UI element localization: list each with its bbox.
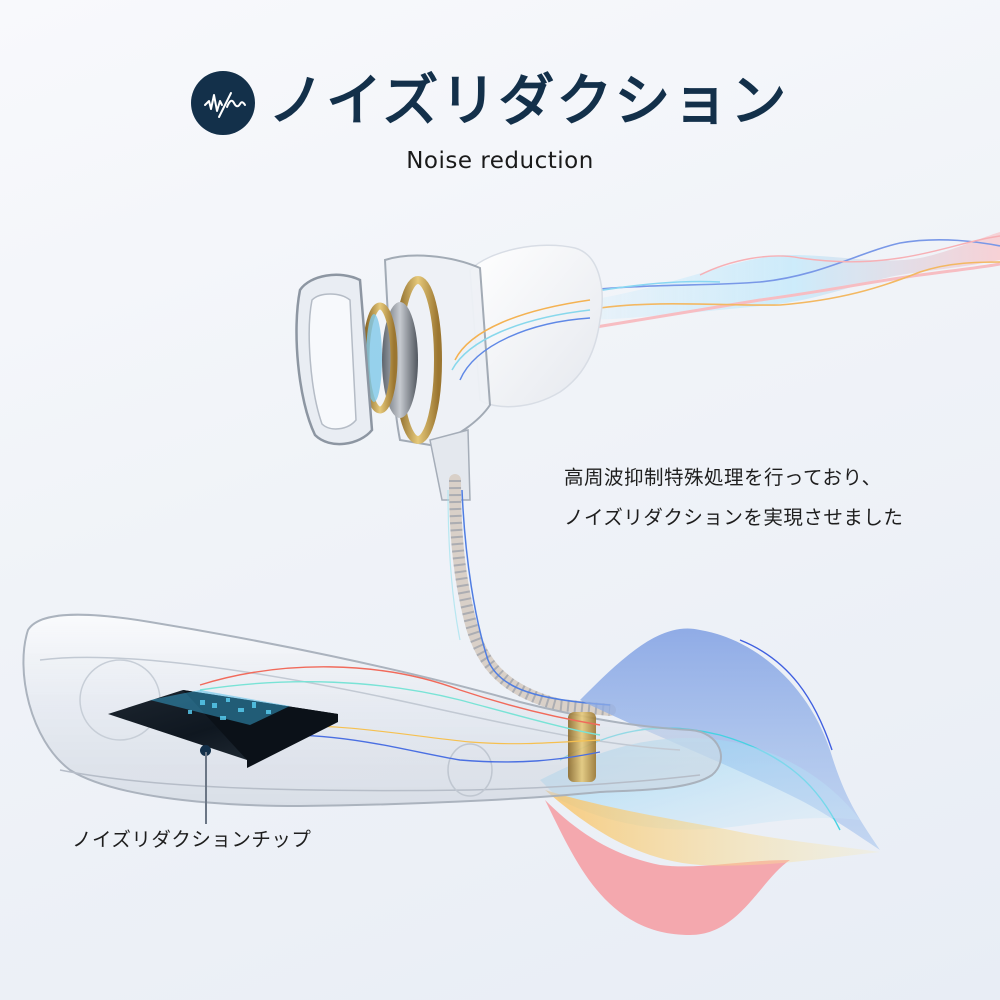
noise-reduction-chip (108, 690, 338, 768)
description-line-1: 高周波抑制特殊処理を行っており、 (564, 466, 882, 489)
feature-description: 高周波抑制特殊処理を行っており、 ノイズリダクションを実現させました (564, 458, 903, 538)
earphone-body (22, 613, 722, 808)
callout-dot (200, 745, 211, 756)
description-line-2: ノイズリダクションを実現させました (564, 506, 904, 529)
page-title: ノイズリダクション (268, 69, 789, 134)
callout-line (205, 752, 207, 824)
sound-wave-icon (191, 71, 255, 135)
wave-ribbons-top (589, 232, 1000, 330)
chip-label: ノイズリダクションチップ (72, 828, 312, 851)
header: ノイズリダクション Noise reduction (0, 0, 1000, 200)
ear-tip (469, 244, 603, 408)
page-subtitle: Noise reduction (406, 148, 594, 174)
